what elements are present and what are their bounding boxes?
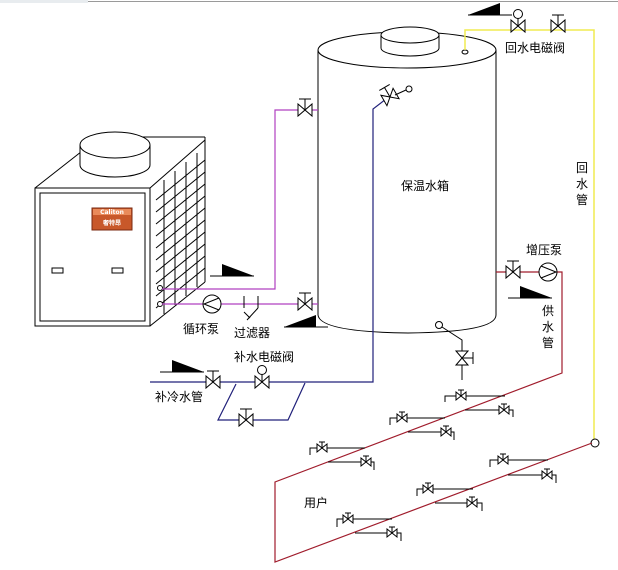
user-valve-icon	[396, 411, 408, 423]
circulation-return-valve-icon	[297, 292, 313, 311]
return-water-pipe	[464, 29, 595, 443]
return-solenoid-valve-icon	[510, 9, 526, 33]
supply-pipe-label-3: 管	[542, 335, 554, 350]
unit-inlet-port	[157, 301, 163, 307]
cold-makeup-pipe-label: 补冷水管	[155, 389, 203, 404]
user-valve-icon	[360, 455, 372, 467]
user-valve-icon	[342, 512, 354, 524]
return-pipe-label-3: 管	[576, 192, 588, 207]
supply-pipe-label-2: 水	[542, 320, 554, 334]
makeup-solenoid-valve-icon	[254, 365, 270, 389]
cold-water-bypass-pipe	[217, 382, 306, 421]
users-label: 用户	[304, 495, 328, 510]
filter-icon	[243, 296, 259, 321]
brand-logo: Caliton 奢特昂	[91, 207, 133, 231]
storage-tank-icon	[317, 26, 497, 334]
window-top-border	[0, 0, 618, 3]
user-valve-icon	[498, 403, 510, 415]
tank-hot-inlet-valve-icon	[297, 98, 313, 117]
booster-pump-label: 增压泵	[526, 243, 562, 257]
supply-pipe-label-1: 供	[542, 304, 554, 318]
flow-arrow-icon	[467, 2, 513, 16]
return-pipe-label-1: 回	[576, 161, 588, 175]
vent-slot-right	[111, 267, 124, 274]
user-branches	[309, 395, 557, 541]
filter-label: 过滤器	[234, 326, 270, 340]
user-valve-icon	[386, 526, 398, 538]
bypass-valve-icon	[238, 408, 254, 427]
user-valve-icon	[316, 441, 328, 453]
return-solenoid-label: 回水电磁阀	[505, 40, 565, 55]
logo-text-line2: 奢特昂	[102, 219, 121, 227]
top-border-right	[88, 1, 618, 2]
circulation-pump-icon	[202, 294, 222, 314]
user-valve-icon	[422, 482, 434, 494]
user-valve-icon	[455, 389, 467, 401]
drain-pipe	[441, 326, 463, 380]
makeup-solenoid-label: 补水电磁阀	[234, 349, 294, 364]
tank-label: 保温水箱	[401, 178, 449, 193]
cold-inlet-valve-icon	[205, 370, 221, 389]
supply-valve-icon	[505, 260, 521, 279]
return-inlet-port	[461, 49, 469, 55]
user-valve-icon	[497, 453, 509, 465]
return-pipe-end	[590, 438, 600, 448]
unit-outlet-port	[157, 285, 163, 291]
top-border-left	[0, 0, 88, 3]
circulation-pump-label: 循环泵	[183, 322, 219, 336]
flow-arrow-icon	[159, 359, 205, 373]
user-valve-icon	[466, 496, 478, 508]
heat-pump-unit-icon: Caliton 奢特昂	[34, 130, 206, 327]
flow-arrow-icon	[209, 263, 255, 277]
logo-text-line1: Caliton	[100, 209, 124, 216]
drain-port	[435, 321, 443, 329]
user-valve-icon	[440, 425, 452, 437]
user-valve-icon	[541, 468, 553, 480]
side-grille	[155, 153, 206, 314]
flow-arrow-icon	[507, 285, 553, 299]
safety-valve-port	[405, 85, 413, 93]
vent-slot-left	[51, 267, 64, 274]
drain-valve-icon	[454, 350, 474, 366]
fan-cover	[79, 131, 151, 178]
return-pipe-label-2: 水	[576, 177, 588, 191]
circulation-pipe-hot	[162, 109, 318, 290]
booster-pump-icon	[538, 262, 558, 282]
safety-valve-icon	[379, 84, 401, 107]
